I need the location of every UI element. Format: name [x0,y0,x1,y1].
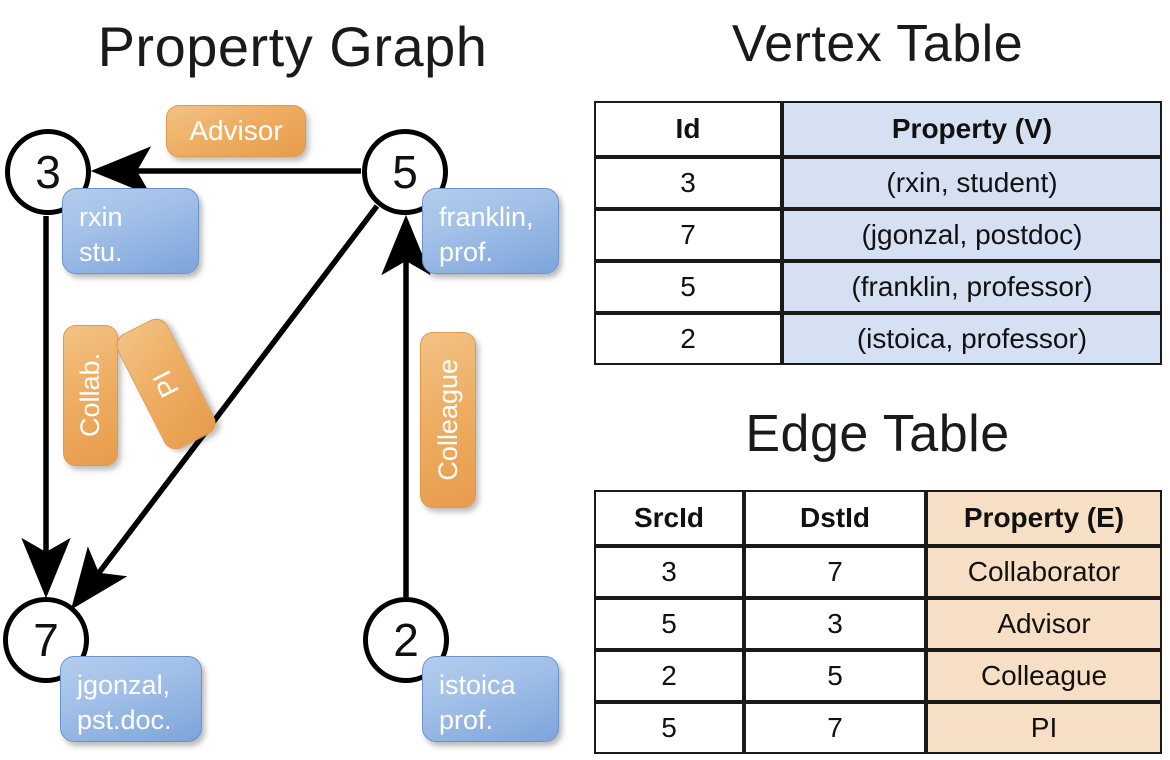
edge-table-header-dstid: DstId [744,490,926,546]
vertex-property-callout-3: rxin stu. [62,188,199,274]
table-row: 5 7 PI [594,702,1162,754]
edge-cell-property: Collaborator [926,546,1162,598]
table-row: 5 (franklin, professor) [594,261,1162,313]
vertex-property-callout-7: jgonzal, pst.doc. [60,656,202,742]
edge-cell-dst: 7 [744,702,926,754]
table-row: 7 (jgonzal, postdoc) [594,209,1162,261]
vertex-cell-property: (rxin, student) [782,157,1162,209]
edge-label-text-collab: Collab. [75,353,105,438]
edge-label-text-pi: PI [146,366,185,403]
vertex-cell-id: 2 [594,313,782,365]
edge-table-header-property: Property (E) [926,490,1162,546]
edge-property-callout-colleague: Colleague [420,332,476,508]
edge-line-pi [71,204,380,610]
vertex-cell-property: (istoica, professor) [782,313,1162,365]
graph-node-7-id: 7 [33,614,59,666]
graph-node-3-id: 3 [35,146,61,198]
edge-cell-property: PI [926,702,1162,754]
vertex-table-header-row: Id Property (V) [594,101,1162,157]
table-row: 3 (rxin, student) [594,157,1162,209]
edge-table-header-srcid: SrcId [594,490,744,546]
table-row: 3 7 Collaborator [594,546,1162,598]
vertex-table-header-property: Property (V) [782,101,1162,157]
edge-table-header-row: SrcId DstId Property (E) [594,490,1162,546]
graph-node-5-id: 5 [392,146,418,198]
page-title-edge-table: Edge Table [745,405,1010,463]
vertex-cell-property: (jgonzal, postdoc) [782,209,1162,261]
edge-cell-property: Advisor [926,598,1162,650]
vertex-table-header-id: Id [594,101,782,157]
edge-property-callout-collab: Collab. [63,325,118,466]
vertex-cell-id: 7 [594,209,782,261]
edge-property-callout-advisor: Advisor [166,105,306,157]
edge-cell-property: Colleague [926,650,1162,702]
vertex-cell-id: 5 [594,261,782,313]
table-row: 2 5 Colleague [594,650,1162,702]
page-title-vertex-table: Vertex Table [731,15,1024,73]
vertex-cell-id: 3 [594,157,782,209]
vertex-cell-property: (franklin, professor) [782,261,1162,313]
edge-cell-dst: 7 [744,546,926,598]
edge-cell-src: 2 [594,650,744,702]
edge-cell-src: 3 [594,546,744,598]
graph-node-2[interactable]: 2 [363,597,449,683]
table-row: 5 3 Advisor [594,598,1162,650]
edge-cell-src: 5 [594,598,744,650]
vertex-property-callout-5: franklin, prof. [422,188,559,274]
graph-edge-lines [21,146,431,610]
edge-label-text-advisor: Advisor [189,115,283,146]
page-title-property-graph: Property Graph [97,15,488,78]
graph-node-5[interactable]: 5 [362,129,448,215]
property-graph-diagram: 3 5 7 2 rxin stu. franklin, prof. jgonza… [3,105,559,742]
edge-cell-dst: 5 [744,650,926,702]
vertex-property-callout-2: istoica prof. [422,656,559,742]
edge-cell-dst: 3 [744,598,926,650]
edge-label-text-colleague: Colleague [432,359,463,481]
edge-cell-src: 5 [594,702,744,754]
vertex-table: Id Property (V) 3 (rxin, student) 7 (jgo… [594,101,1162,365]
edge-table: SrcId DstId Property (E) 3 7 Collaborato… [594,490,1162,754]
graph-node-2-id: 2 [393,614,419,666]
table-row: 2 (istoica, professor) [594,313,1162,365]
